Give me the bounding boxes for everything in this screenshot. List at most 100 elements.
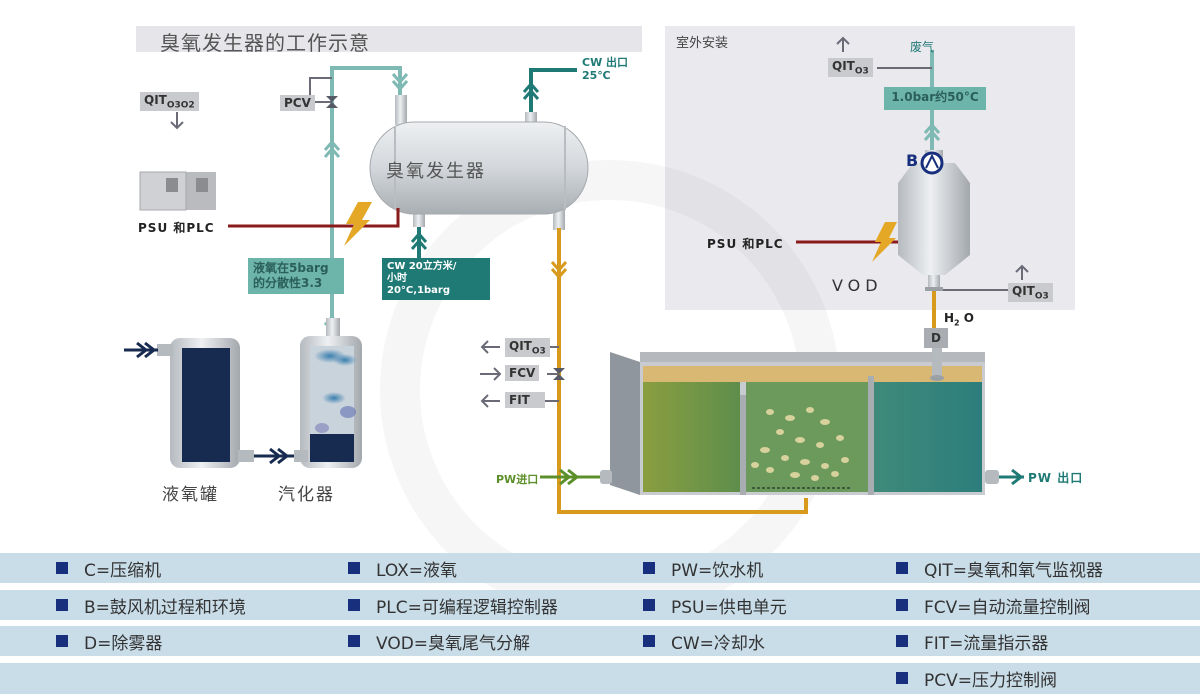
legend-text: PCV=压力控制阀 [924, 670, 1057, 691]
h2o-o: O [959, 311, 975, 325]
legend-row [0, 553, 1200, 583]
legend-marker-icon [348, 562, 360, 574]
generator-label: 臭氧发生器 [386, 161, 486, 182]
lightning-icon-right [872, 222, 897, 262]
qit-o3o2-arrow-icon [170, 112, 184, 130]
psu-plc-label-left: PSU 和PLC [138, 221, 215, 235]
legend-row [0, 663, 1200, 694]
flow-arrows-water [550, 261, 568, 280]
outdoor-installation-label: 室外安装 [676, 36, 729, 51]
legend-text: VOD=臭氧尾气分解 [376, 633, 531, 654]
legend-row [0, 590, 1200, 620]
qit-label: QIT [144, 93, 167, 107]
legend-item: LOX=液氧 [348, 553, 457, 583]
legend-item: CW=冷却水 [643, 626, 765, 656]
lox-tank-caption: 液氧罐 [162, 485, 219, 505]
legend-text: B=鼓风机过程和环境 [84, 597, 246, 618]
lox-pressure-box: 液氧在5barg 的分散性3.3 [248, 258, 344, 294]
fcv-indicator: FCV [505, 365, 540, 381]
pcv-indicator: PCV [280, 95, 315, 111]
ozone-generator-vessel [369, 95, 589, 230]
legend-text: FIT=流量指示器 [924, 633, 1049, 654]
cw-outlet-line2: 25℃ [582, 69, 611, 82]
vaporizer [294, 318, 362, 468]
legend-text: FCV=自动流量控制阀 [924, 597, 1091, 618]
qit-o3o2-indicator: QITO3O2 [140, 92, 199, 112]
qit-sub: O3 [1034, 291, 1049, 302]
legend-item: QIT=臭氧和氧气监视器 [896, 553, 1103, 583]
legend-item: D=除雾器 [56, 626, 162, 656]
qit-sub: O3 [854, 66, 869, 77]
blower-label: B [906, 151, 919, 170]
pw-inlet-label: PW进口 [496, 473, 539, 486]
fcv-valve-icon [553, 368, 565, 380]
legend-row [0, 626, 1200, 656]
ozone-bubbles [751, 407, 849, 481]
lox-tank [157, 338, 254, 468]
flow-arrows-exhaust [923, 122, 941, 141]
legend-item: B=鼓风机过程和环境 [56, 590, 246, 620]
legend-marker-icon [896, 635, 908, 647]
legend-text: LOX=液氧 [376, 560, 458, 581]
cw-inlet-line3: 20°C,1barg [387, 285, 451, 296]
legend-text: PLC=可编程逻辑控制器 [376, 597, 558, 618]
qit-o3-top-indicator: QITO3 [828, 58, 873, 78]
cw-inlet-line1: CW 20立方米/ [387, 261, 457, 272]
legend-marker-icon [348, 635, 360, 647]
pcv-signal-line [309, 77, 332, 100]
cw-inlet-box: CW 20立方米/ 小时 20°C,1barg [382, 258, 490, 300]
legend-text: PSU=供电单元 [671, 597, 787, 618]
legend-marker-icon [56, 562, 68, 574]
legend-marker-icon [643, 635, 655, 647]
qit-sub: O3 [531, 346, 546, 357]
legend-text: PW=饮水机 [671, 560, 764, 581]
qit-o3-top-arrow-icon [836, 36, 850, 52]
legend-text: D=除雾器 [84, 633, 163, 654]
contact-tank [600, 352, 999, 495]
lox-box-line2: 的分散性3.3 [253, 276, 323, 290]
legend-item: C=压缩机 [56, 553, 161, 583]
qit-sub: O3O2 [166, 100, 195, 111]
legend-marker-icon [896, 599, 908, 611]
legend-marker-icon [896, 672, 908, 684]
instrument-arrows [480, 340, 502, 408]
legend-marker-icon [56, 599, 68, 611]
demister-box: D [924, 328, 948, 348]
qit-o3-left-indicator: QITO3 [505, 338, 550, 358]
legend-text: CW=冷却水 [671, 633, 765, 654]
lox-box-line1: 液氧在5barg [253, 261, 329, 275]
legend-item: PSU=供电单元 [643, 590, 787, 620]
fit-indicator: FIT [505, 392, 545, 408]
legend-item: FIT=流量指示器 [896, 626, 1048, 656]
cw-outlet-pipe [529, 68, 577, 118]
legend-text: QIT=臭氧和氧气监视器 [924, 560, 1104, 581]
cw-outlet-line1: CW 出口 [582, 56, 629, 69]
vod-label: VOD [832, 276, 883, 295]
legend-marker-icon [896, 562, 908, 574]
legend-marker-icon [643, 562, 655, 574]
flow-arrows-cw-in [410, 231, 428, 250]
title-bar [136, 26, 642, 52]
diagram-title: 臭氧发生器的工作示意 [160, 31, 370, 55]
qit-o3-right-arrow-icon [1015, 264, 1029, 280]
qit-label: QIT [1012, 284, 1035, 298]
legend-item: PCV=压力控制阀 [896, 663, 1057, 693]
lightning-icon [344, 202, 372, 246]
legend-item: FCV=自动流量控制阀 [896, 590, 1091, 620]
vod-tower [898, 150, 970, 291]
vaporizer-caption: 汽化器 [278, 485, 335, 505]
pressure-temp-box: 1.0bar约50°C [884, 87, 986, 110]
h2o-sub: 2 [954, 318, 960, 328]
legend-marker-icon [348, 599, 360, 611]
legend-text: C=压缩机 [84, 560, 162, 581]
h2o-h: H [944, 311, 955, 325]
legend-marker-icon [56, 635, 68, 647]
waste-gas-label: 废气 [910, 40, 935, 54]
h2o-label: H2 O [944, 311, 974, 327]
legend-item: PW=饮水机 [643, 553, 763, 583]
legend-item: PLC=可编程逻辑控制器 [348, 590, 558, 620]
psu-plc-label-right: PSU 和PLC [707, 237, 784, 251]
legend-item: VOD=臭氧尾气分解 [348, 626, 530, 656]
